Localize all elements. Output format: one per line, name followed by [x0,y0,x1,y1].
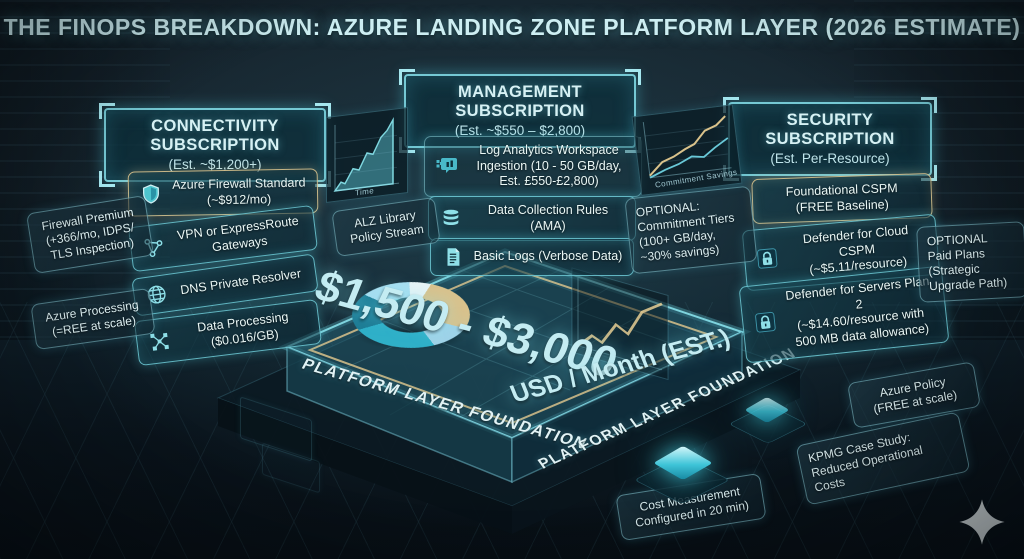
database-icon [439,207,463,231]
security-title: SECURITY SUBSCRIPTION [765,111,895,148]
connectivity-item-label: Data Processing ($0.016/GB) [196,309,290,349]
lock-icon [754,246,780,272]
connectivity-item-label: DNS Private Resolver [179,266,302,298]
management-item-label: Basic Logs (Verbose Data) [473,249,623,264]
security-item-label: Foundational CSPM (FREE Baseline) [785,181,898,215]
management-item-log-analytics: Log Analytics Workspace Ingestion (10 - … [424,136,642,197]
connectivity-title: CONNECTIVITY SUBSCRIPTION [150,117,280,154]
page-title: THE FINOPS BREAKDOWN: AZURE LANDING ZONE… [3,14,1021,40]
security-subtitle: (Est. Per-Resource) [770,151,890,166]
management-item-label: Log Analytics Workspace Ingestion (10 - … [476,143,622,189]
connectivity-item-label: Azure Firewall Standard (~$912/mo) [172,175,306,207]
security-header: SECURITY SUBSCRIPTION (Est. Per-Resource… [723,97,937,176]
lock-icon [752,309,778,335]
connectivity-item-label: VPN or ExpressRoute Gateways [176,213,300,254]
log-file-icon [441,245,465,269]
management-item-label: Data Collection Rules (AMA) [487,203,609,233]
log-analytics-icon [435,154,459,178]
commitment-savings-chart: Commitment Savings [631,104,743,196]
note-paid-plans: OPTIONAL Paid Plans (Strategic Upgrade P… [916,221,1024,303]
sparkle-icon [959,499,1005,545]
management-item-dcr: Data Collection Rules (AMA) [428,196,636,242]
security-item-label: Defender for Servers Plan 2 (~$14.60/res… [784,273,930,350]
management-title: MANAGEMENT SUBSCRIPTION [455,83,585,120]
management-item-basic-logs: Basic Logs (Verbose Data) [430,238,634,276]
time-chart: Time [326,106,408,204]
note-commitment-tiers: OPTIONAL: Commitment Tiers (100+ GB/day,… [624,185,758,275]
